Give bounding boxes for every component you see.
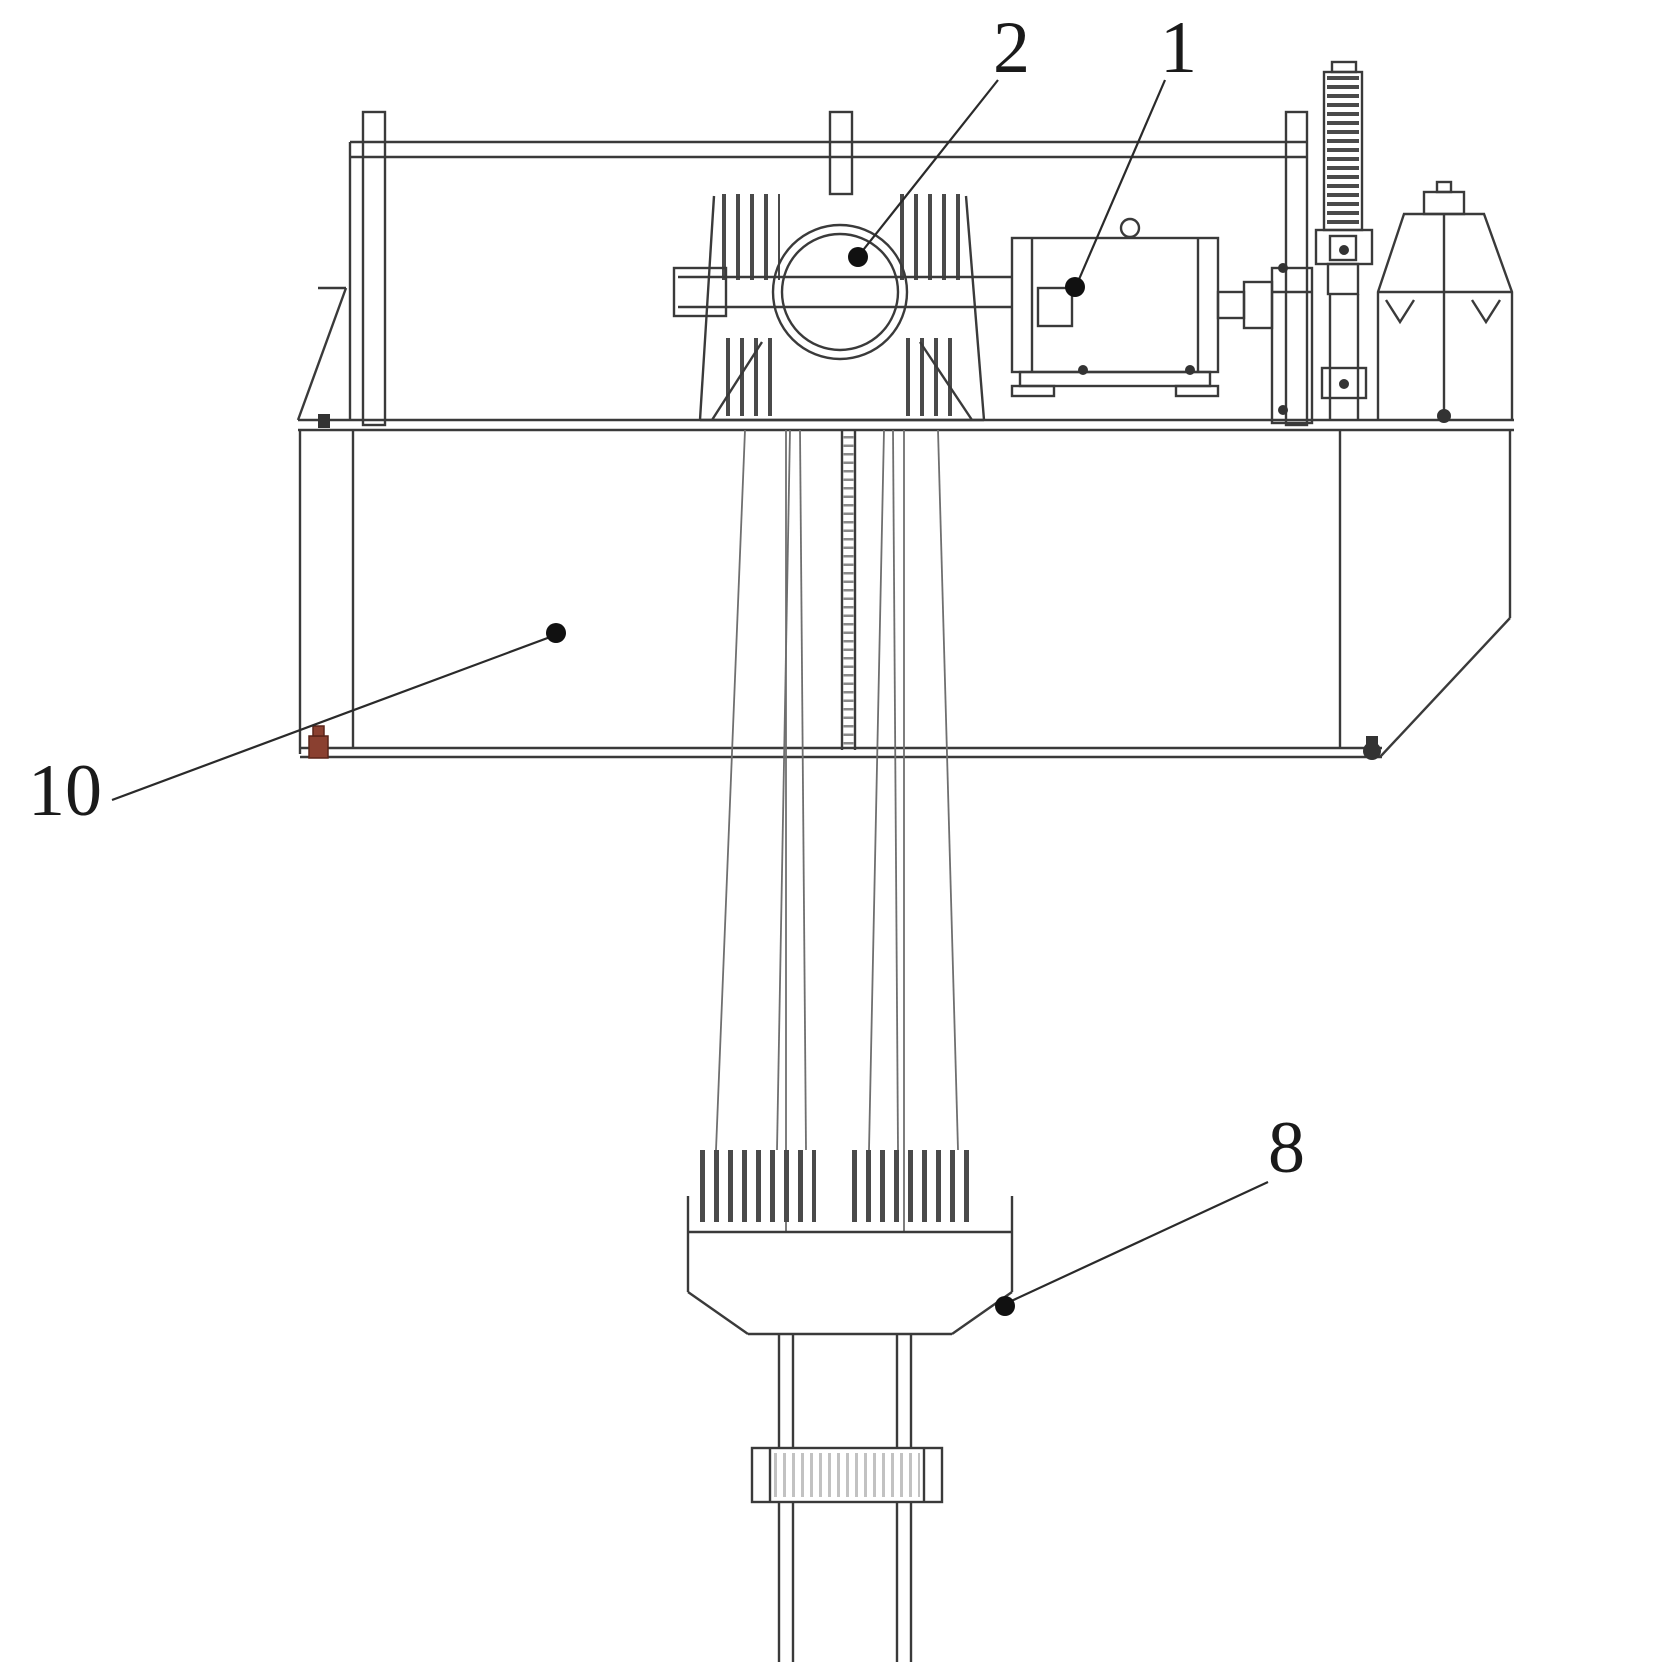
housing-cap <box>1422 190 1466 216</box>
rope-drum-assembly <box>672 194 1012 422</box>
leader-dot-1 <box>1065 277 1085 297</box>
label-8: 8 <box>1268 1107 1305 1189</box>
hoist-ropes <box>715 429 959 1232</box>
bolt-bottom-right-icon <box>1363 736 1381 760</box>
hook-block <box>686 1150 1014 1662</box>
housing-bolt-icon <box>1437 409 1451 423</box>
label-2: 2 <box>993 7 1030 89</box>
leader-lines <box>111 79 1269 1316</box>
leader-dot-10 <box>546 623 566 643</box>
right-chamfer <box>1379 617 1511 758</box>
motor-body <box>1010 236 1220 374</box>
coupling <box>1242 280 1274 330</box>
hook-crossbar <box>750 1446 944 1504</box>
motor-terminal-box <box>1036 286 1074 328</box>
housing-notch-left <box>1384 299 1416 325</box>
leader-line-8 <box>1006 1181 1269 1304</box>
bolt-bottom-left-icon <box>308 725 329 759</box>
figure-labels: 2 1 10 8 <box>28 7 1305 1189</box>
center-suspension-rod <box>840 430 857 750</box>
leader-line-10 <box>111 634 554 802</box>
motor <box>1010 217 1274 398</box>
motor-eyebolt-icon <box>1119 217 1141 239</box>
bolt-top-left-icon <box>318 414 330 428</box>
shaft-bearing-left <box>672 266 728 318</box>
housing-notch-right <box>1470 299 1502 325</box>
leader-dot-2 <box>848 247 868 267</box>
label-1: 1 <box>1160 7 1197 89</box>
frame-lower-box <box>298 430 1512 759</box>
label-10: 10 <box>28 750 102 832</box>
gear-rack-and-bracket <box>1270 60 1374 425</box>
motor-base <box>1018 370 1212 388</box>
bracket-column <box>1270 266 1314 425</box>
drum-end-circle <box>771 223 909 361</box>
leader-line-1 <box>1075 79 1167 285</box>
motor-shaft <box>1216 290 1246 320</box>
artwork <box>111 60 1514 1662</box>
leader-line-2 <box>859 79 999 255</box>
left-corner-bracket <box>296 287 348 421</box>
gearbox-housing <box>1376 180 1514 423</box>
frame-post-left <box>361 110 387 427</box>
frame-post-center <box>828 110 854 196</box>
leader-dot-8 <box>995 1296 1015 1316</box>
